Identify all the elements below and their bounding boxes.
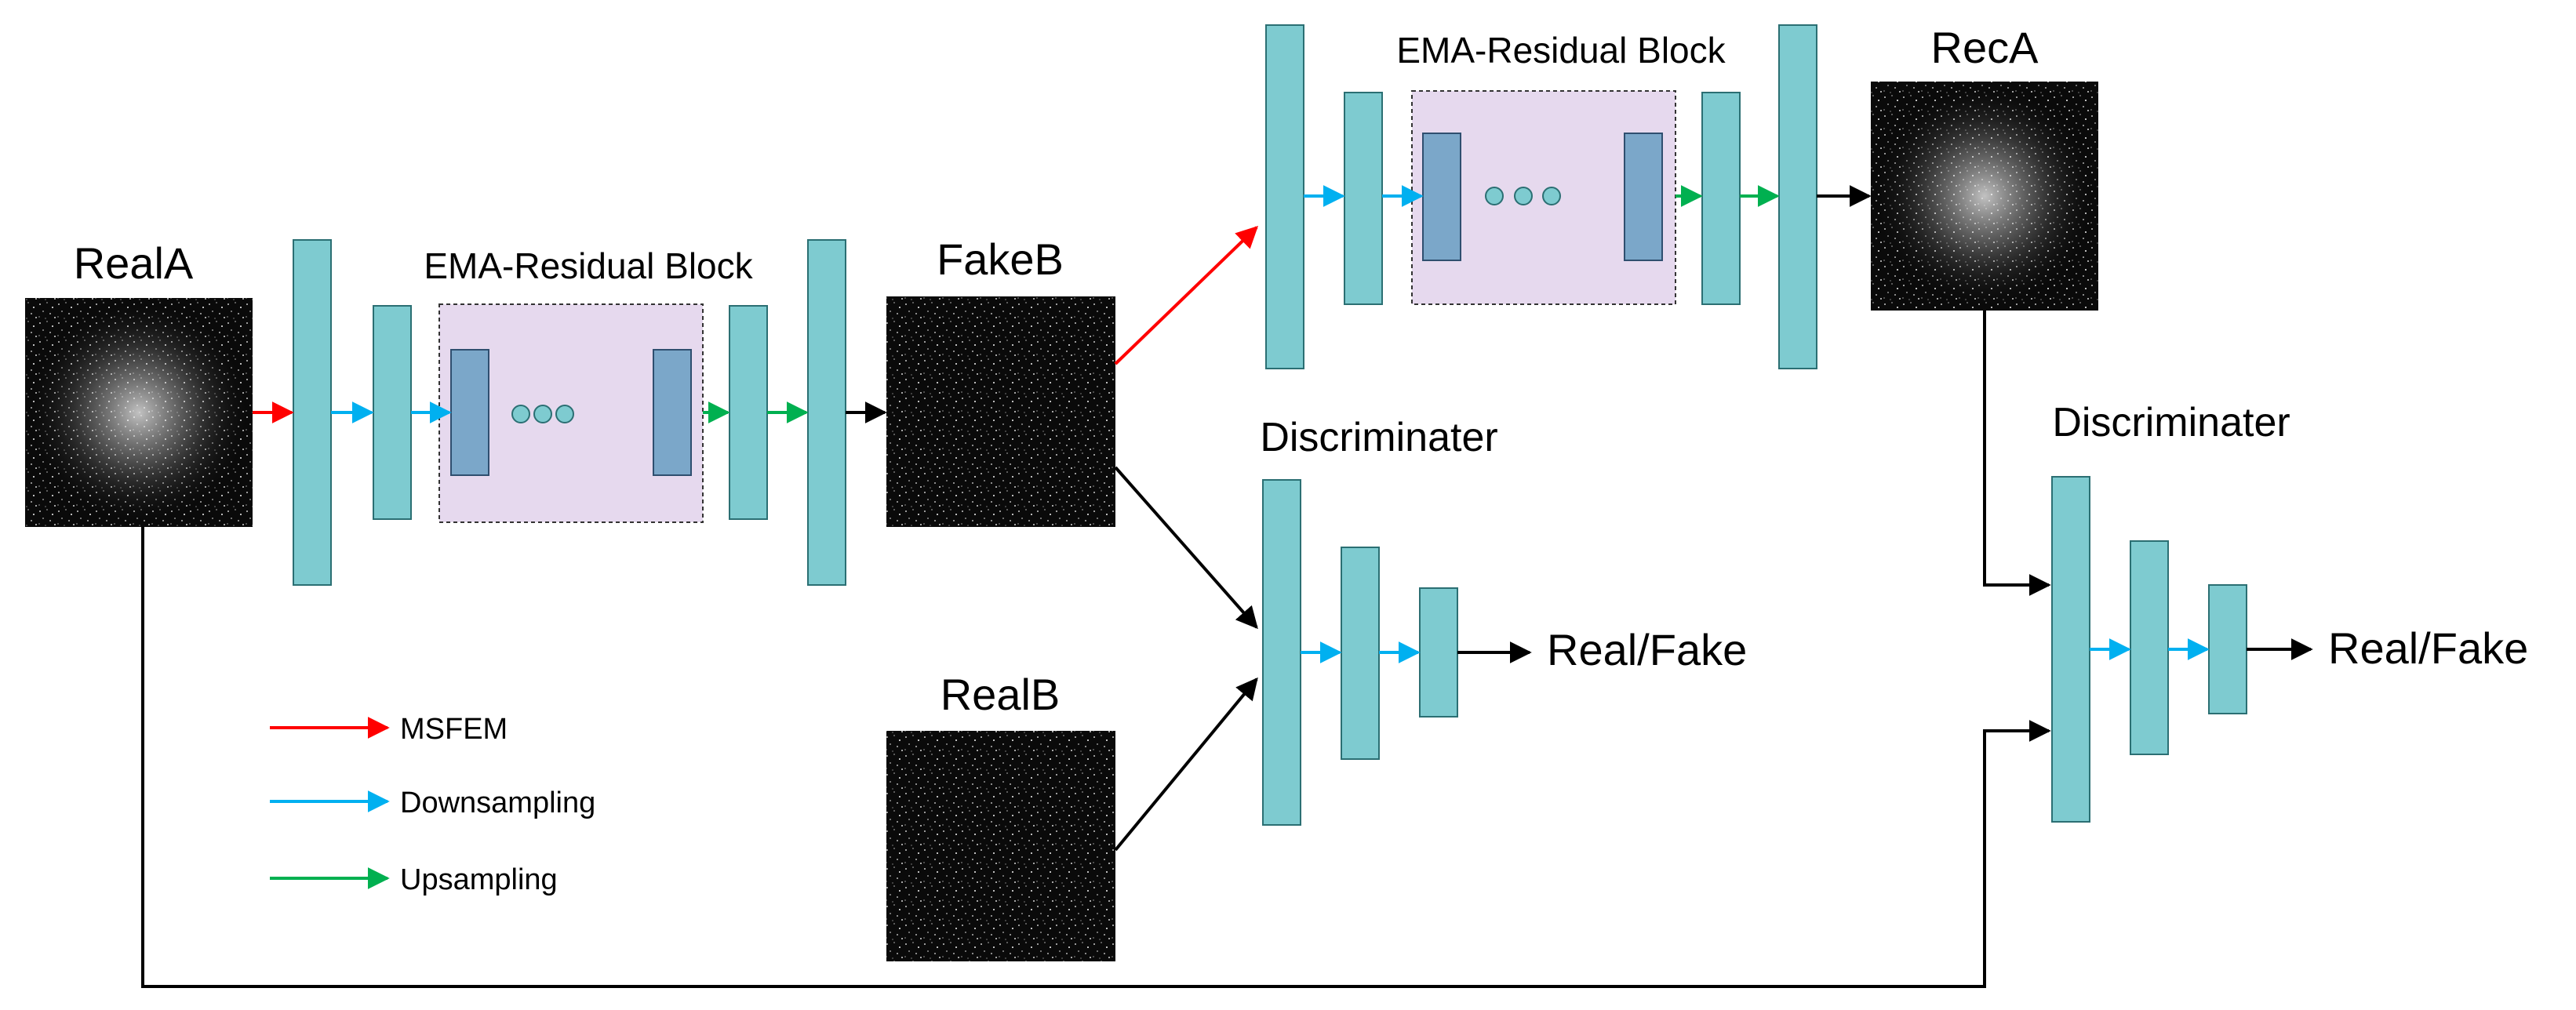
real-b-label: RealB — [941, 670, 1061, 719]
fake-b-image — [886, 296, 1115, 527]
real-a-to-discriminator-2-connector — [141, 527, 2051, 988]
generator-1-ellipsis-dot — [533, 405, 552, 423]
generator-1-residual-title: EMA-Residual Block — [424, 245, 753, 286]
generator-2-residual-title: EMA-Residual Block — [1396, 30, 1726, 71]
msfem-arrow — [1114, 226, 1259, 365]
rec-a-label: RecA — [1931, 23, 2039, 72]
discriminator-1-layer-2 — [1341, 547, 1380, 760]
generator-1-layer-1 — [293, 239, 332, 586]
real-a-label: RealA — [74, 238, 194, 288]
discriminator-1-output: Real/Fake — [1547, 625, 1747, 674]
generator-2-ellipsis-dot — [1485, 187, 1504, 205]
generator-1-layer-3 — [729, 305, 768, 520]
generator-1-ellipsis-dot — [555, 405, 574, 423]
generator-2-layer-2 — [1344, 92, 1383, 305]
fake-b-to-discriminator-1-arrow — [1114, 466, 1258, 630]
legend: MSFEM Downsampling Upsampling — [270, 713, 595, 896]
discriminator-1-layer-3 — [1419, 587, 1458, 718]
legend-downsampling-label: Downsampling — [400, 787, 595, 819]
discriminator-2-layer-1 — [2051, 476, 2090, 823]
legend-msfem-label: MSFEM — [400, 713, 508, 746]
legend-upsampling-label: Upsampling — [400, 863, 558, 896]
generator-2-ellipsis-dot — [1514, 187, 1533, 205]
discriminator-1-title: Discriminater — [1260, 415, 1497, 460]
generator-1-layer-2 — [373, 305, 412, 520]
generator-2-inner-block-2 — [1624, 133, 1663, 261]
generator-1-layer-4 — [807, 239, 846, 586]
generator-2-layer-1 — [1265, 24, 1304, 369]
discriminator-2-layer-2 — [2130, 540, 2169, 755]
discriminator-2-layer-3 — [2208, 584, 2247, 714]
rec-a-glow — [1871, 82, 2098, 311]
generator-1-inner-block-2 — [653, 349, 692, 476]
generator-2-layer-4 — [1778, 24, 1817, 369]
discriminator-1-layer-1 — [1262, 479, 1301, 826]
real-b-to-discriminator-1-arrow — [1114, 677, 1258, 852]
generator-1-inner-block-1 — [450, 349, 489, 476]
real-b-image — [886, 731, 1115, 961]
discriminator-2-output: Real/Fake — [2328, 623, 2528, 673]
generator-2-inner-block-1 — [1422, 133, 1461, 261]
real-a-glow — [25, 298, 253, 527]
rec-a-to-discriminator-2-connector — [1983, 311, 2051, 596]
generator-2-layer-3 — [1701, 92, 1741, 305]
discriminator-2-title: Discriminater — [2052, 400, 2290, 445]
generator-2-ellipsis-dot — [1542, 187, 1561, 205]
fake-b-label: FakeB — [937, 234, 1064, 284]
generator-1-ellipsis-dot — [511, 405, 530, 423]
